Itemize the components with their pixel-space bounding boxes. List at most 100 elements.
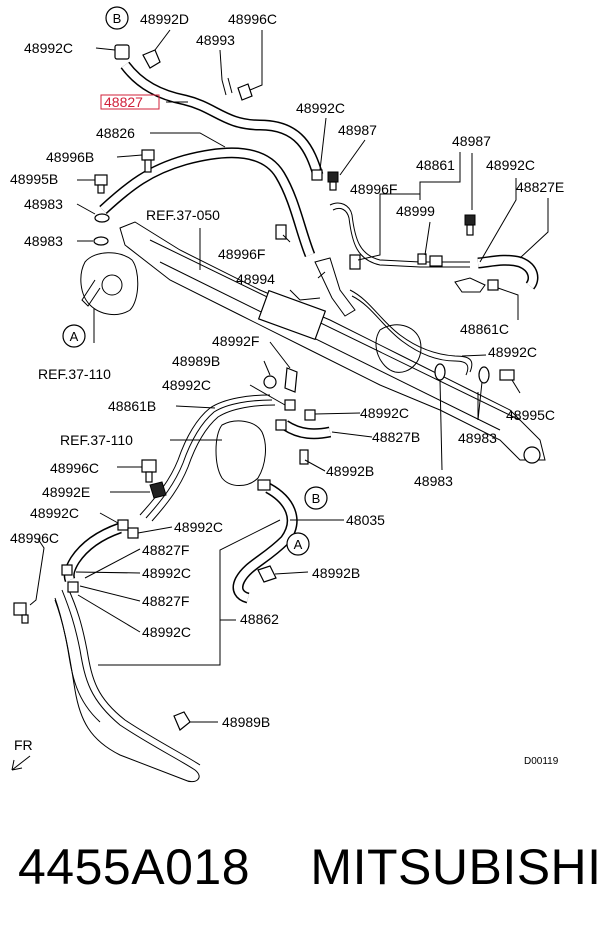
label-REF37-110-b: REF.37-110 [60,432,133,448]
highlight-box-48827 [100,94,160,110]
tube-48993 [221,77,233,96]
label-48989B-b: 48989B [222,714,270,730]
label-48035: 48035 [346,512,385,528]
label-48992C-l2: 48992C [174,519,223,535]
steel-tube-48862 [54,587,201,783]
clamp-48992F [284,367,298,393]
steering-gear-box [119,221,546,464]
label-48999: 48999 [396,203,435,219]
bolt-48996C-left [141,459,157,483]
steel-tube-48861B [139,394,276,522]
fitting-48861 [429,255,443,267]
label-48992C-l1: 48992C [30,505,79,521]
nut-48989B-a [263,375,277,389]
label-48983-c: 48983 [458,430,497,446]
label-diagram-code: D00119 [524,756,559,767]
brand-name: MITSUBISHI [310,839,600,895]
label-48992E: 48992E [42,484,90,500]
clamp-48992B-a [257,449,309,491]
front-arrow-icon [11,755,31,771]
leader-lines [29,29,549,723]
label-48827B: 48827B [372,429,420,445]
clamp-48992E [149,481,167,499]
label-48992C-l4: 48992C [142,624,191,640]
callout-A-mid: A [286,532,310,556]
label-48987-a: 48987 [338,122,377,138]
label-48996F-a: 48996F [350,181,397,197]
label-48992C-c2: 48992C [360,405,409,421]
label-48992B-a: 48992B [326,463,374,479]
label-48827F-a: 48827F [142,542,189,558]
label-48992C-top: 48992C [24,40,73,56]
label-48827F-b: 48827F [142,593,189,609]
label-FR: FR [14,737,33,753]
svg-text:B: B [113,11,122,26]
label-48862: 48862 [240,611,279,627]
pressure-hose-48826 [99,147,316,258]
clamp-48992C-mid [311,169,323,181]
washer-48983-a [94,213,110,223]
power-steering-hose-diagram: B A B A 48992D 48996C 48992C 48993 48827… [10,6,564,783]
label-48861-top: 48861 [416,157,455,173]
label-48983-b: 48983 [24,233,63,249]
svg-text:A: A [294,537,303,552]
bolt-48995B [94,174,108,194]
bolt-48996C-bottom-left [13,602,29,624]
part-labels: 48992D 48996C 48992C 48993 48827 48992C … [10,11,564,767]
clamp-48992C-top [114,44,130,60]
label-48992C-l3: 48992C [142,565,191,581]
label-48861B: 48861B [108,398,156,414]
label-48992D: 48992D [140,11,189,27]
callout-A-left: A [62,324,86,348]
bolt-48996C-top [237,83,253,101]
svg-text:B: B [312,491,321,506]
hose-48827E [477,254,539,290]
steel-tube-right [329,202,473,376]
callout-B-top: B [105,6,129,30]
svg-text:A: A [70,329,79,344]
oil-pump-lower [215,420,266,486]
label-48983-d: 48983 [414,473,453,489]
washer-48983-b [93,236,109,246]
label-48861C: 48861C [460,321,509,337]
label-48989B-a: 48989B [172,353,220,369]
nut-48989B-b [173,711,191,731]
bracket-48994 [289,257,356,317]
label-48996C-l2: 48996C [10,530,59,546]
label-48996C-top: 48996C [228,11,277,27]
bolt-48996F-b [275,224,287,240]
label-REF37-110-a: REF.37-110 [38,366,111,382]
label-48826: 48826 [96,125,135,141]
oil-pump-upper [80,252,139,316]
bracket-48861C [454,277,499,293]
label-48996F-b: 48996F [218,246,265,262]
bolt-48996F-a [349,254,361,270]
label-48992C-mid: 48992C [296,100,345,116]
footer: 4455A018 MITSUBISHI [18,832,600,902]
label-REF37-050: REF.37-050 [146,207,220,223]
part-number: 4455A018 [18,839,251,895]
label-48827-highlighted: 48827 [104,94,143,110]
clamp-48992B-b [257,565,277,583]
label-48993: 48993 [196,32,235,48]
label-48996C-l: 48996C [50,460,99,476]
label-48983-a: 48983 [24,196,63,212]
label-48992C-right: 48992C [486,157,535,173]
washers-48983-right [434,363,490,384]
fitting-48999 [417,253,427,265]
label-48827E: 48827E [516,179,564,195]
label-48996B: 48996B [46,149,94,165]
bolt-48995C [499,369,515,381]
return-hose-48827 [120,61,324,177]
hose-48827B [281,420,332,440]
clamp-48992D [142,49,161,69]
label-48992F: 48992F [212,333,259,349]
label-48992B-b: 48992B [312,565,360,581]
clamps-48992C-left [61,519,139,593]
callout-B-mid: B [304,486,328,510]
hose-48035 [232,483,298,604]
label-48994: 48994 [236,271,275,287]
label-48987-b: 48987 [452,133,491,149]
bolt-48987-a [327,171,339,191]
label-48992C-c1: 48992C [162,377,211,393]
